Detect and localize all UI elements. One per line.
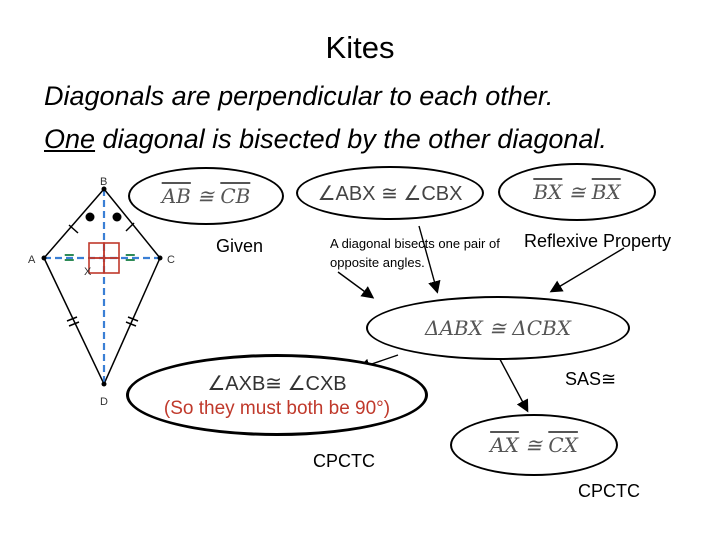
right-angle-marks xyxy=(88,242,120,274)
segment-marks: = = xyxy=(64,248,136,268)
arrow-given-to-triangles xyxy=(337,271,375,299)
statement-text: BX ≅ BX xyxy=(533,180,621,204)
property-diagonals-perpendicular: Diagonals are perpendicular to each othe… xyxy=(44,81,554,111)
vertex-labels: B A C D X xyxy=(28,176,175,408)
side-ad xyxy=(43,257,105,385)
angle-mark-cbx xyxy=(112,212,122,222)
side-bc xyxy=(103,188,161,259)
underlined-word: One xyxy=(44,124,96,154)
statement-text: AX ≅ CX xyxy=(490,433,578,457)
label-x: X xyxy=(84,266,92,278)
statement-bx-bx: BX ≅ BX xyxy=(498,163,656,221)
reason-reflexive: Reflexive Property xyxy=(524,231,672,251)
mark-cx: = xyxy=(125,248,136,268)
mark-ax: = xyxy=(64,248,75,268)
statement-text: ∠ABX ≅ ∠CBX xyxy=(317,182,463,205)
statement-triangles-congruent: ΔABX ≅ ΔCBX xyxy=(366,296,630,360)
arrow-reflexive-to-triangles xyxy=(549,247,625,293)
angle-mark-abx xyxy=(85,212,95,222)
side-ab xyxy=(43,188,105,259)
label-c: C xyxy=(167,254,175,266)
side-cd xyxy=(103,257,161,385)
statement-ax-cx: AX ≅ CX xyxy=(450,414,618,476)
statement-text: ∠AXB≅ ∠CXB xyxy=(207,372,347,395)
reason-cpctc-2: CPCTC xyxy=(578,481,640,501)
label-a: A xyxy=(28,254,36,266)
reason-cpctc-1: CPCTC xyxy=(313,451,375,471)
kite-diagonals xyxy=(44,189,160,384)
reason-sas: SAS≅ xyxy=(565,369,617,389)
statement-angle-abx-cbx: ∠ABX ≅ ∠CBX xyxy=(296,166,484,220)
kite-sides xyxy=(43,188,161,385)
tick-marks xyxy=(66,222,139,327)
label-b: B xyxy=(100,176,107,188)
reason-given: Given xyxy=(216,236,264,256)
label-d: D xyxy=(100,396,108,408)
property-one-diagonal-bisected: One diagonal is bisected by the other di… xyxy=(44,124,607,155)
kite-diagram: = = B A C D X xyxy=(28,176,175,408)
statement-note: (So they must both be 90°) xyxy=(163,397,391,419)
statement-angle-axb-cxb: ∠AXB≅ ∠CXB (So they must both be 90°) xyxy=(126,354,428,436)
reason-diagonal-bisects: A diagonal bisects one pair of opposite … xyxy=(330,236,500,270)
vertices xyxy=(41,186,163,387)
statement-text: AB ≅ CB xyxy=(161,184,251,208)
statement-ab-cb: AB ≅ CB xyxy=(128,167,284,225)
page-title: Kites xyxy=(325,30,395,65)
property-rest: diagonal is bisected by the other diagon… xyxy=(95,124,607,154)
statement-text: ΔABX ≅ ΔCBX xyxy=(425,316,571,340)
